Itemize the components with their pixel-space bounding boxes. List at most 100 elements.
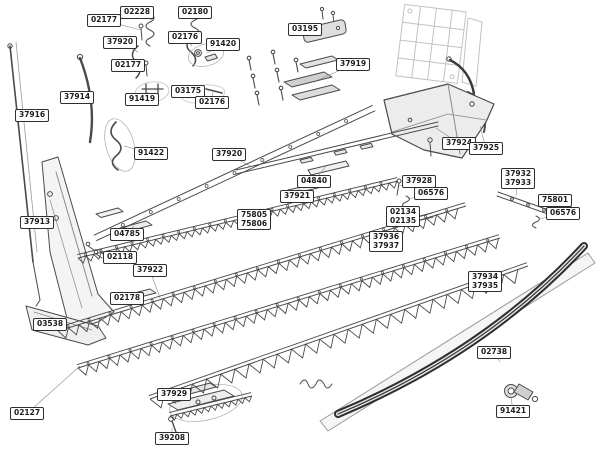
part-label-91422[interactable]: 91422 <box>134 147 169 160</box>
part-label-02738[interactable]: 02738 <box>477 346 512 359</box>
part-label-37922[interactable]: 37922 <box>133 264 168 277</box>
part-label-02177[interactable]: 02177 <box>87 14 122 27</box>
part-label-03175[interactable]: 03175 <box>171 85 206 98</box>
leader-lines <box>19 12 564 439</box>
part-curved-bar <box>334 242 588 418</box>
part-number-text: 37934 <box>472 272 499 281</box>
part-label-03538[interactable]: 03538 <box>33 318 68 331</box>
part-number-text: 91420 <box>210 39 237 48</box>
part-label-37925[interactable]: 37925 <box>469 142 504 155</box>
part-number-text: 39208 <box>159 433 186 442</box>
part-number-text: 37913 <box>24 217 51 226</box>
part-label-02176[interactable]: 02176 <box>168 31 203 44</box>
part-number-text: 37916 <box>19 110 46 119</box>
part-number-text: 37920 <box>107 37 134 46</box>
part-number-text: 02118 <box>107 252 134 261</box>
part-number-text: 37932 <box>505 169 532 178</box>
part-label-37928[interactable]: 37928 <box>402 175 437 188</box>
part-number-text: 75805 <box>241 210 268 219</box>
part-number-text: 02176 <box>172 32 199 41</box>
part-number-text: 03538 <box>37 319 64 328</box>
part-label-37920[interactable]: 37920 <box>103 36 138 49</box>
part-label-39208[interactable]: 39208 <box>155 432 190 445</box>
part-label-37913[interactable]: 37913 <box>20 216 55 229</box>
ghost-side-plate <box>461 17 483 87</box>
part-number-text: 02180 <box>182 7 209 16</box>
part-label-02127[interactable]: 02127 <box>10 407 45 420</box>
part-knife-head <box>167 382 243 422</box>
part-number-text: 37933 <box>505 177 532 187</box>
part-label-02228[interactable]: 02228 <box>120 6 155 19</box>
part-number-text: 91421 <box>500 406 527 415</box>
part-number-text: 37925 <box>473 143 500 152</box>
spring-icon <box>532 215 540 229</box>
part-label-37920[interactable]: 37920 <box>212 148 247 161</box>
part-label-04840[interactable]: 04840 <box>297 175 332 188</box>
part-rod <box>7 41 41 307</box>
part-number-text: 06576 <box>418 188 445 197</box>
part-number-text: 02738 <box>481 347 508 356</box>
part-label-75801[interactable]: 75801 <box>538 194 573 207</box>
part-label-06576[interactable]: 06576 <box>546 207 581 220</box>
part-number-text: 02177 <box>91 15 118 24</box>
part-number-text: 03175 <box>175 86 202 95</box>
part-number-text: 02134 <box>390 207 417 216</box>
part-label-37919[interactable]: 37919 <box>336 58 371 71</box>
part-label-91421[interactable]: 91421 <box>496 405 531 418</box>
part-number-text: 37928 <box>406 176 433 185</box>
part-number-text: 04785 <box>114 229 141 238</box>
part-number-text: 02177 <box>115 60 142 69</box>
part-number-text: 37937 <box>373 240 400 250</box>
part-label-02180[interactable]: 02180 <box>178 6 213 19</box>
part-label-02177[interactable]: 02177 <box>111 59 146 72</box>
part-label-02176[interactable]: 02176 <box>195 96 230 109</box>
part-label-03195[interactable]: 03195 <box>288 23 323 36</box>
upper-rail <box>235 121 439 175</box>
part-number-text: 06576 <box>550 208 577 217</box>
part-number-text: 02135 <box>390 215 417 225</box>
part-number-text: 02127 <box>14 408 41 417</box>
part-number-text: 91422 <box>138 148 165 157</box>
part-label-37921[interactable]: 37921 <box>280 190 315 203</box>
part-strip <box>307 160 350 176</box>
ghost-frame <box>395 3 467 84</box>
part-number-text: 02176 <box>199 97 226 106</box>
part-label-37914[interactable]: 37914 <box>60 91 95 104</box>
part-label-37929[interactable]: 37929 <box>157 388 192 401</box>
spring-icon <box>145 13 155 47</box>
part-number-text: 91419 <box>129 94 156 103</box>
part-number-text: 75806 <box>241 218 268 228</box>
part-wear-plates <box>283 55 341 101</box>
part-connector <box>504 383 539 403</box>
part-number-text: 37924 <box>446 138 473 147</box>
part-number-text: 03195 <box>292 24 319 33</box>
part-label-91419[interactable]: 91419 <box>125 93 160 106</box>
part-label-06576[interactable]: 06576 <box>414 187 449 200</box>
part-label-37916[interactable]: 37916 <box>15 109 50 122</box>
part-number-text: 37922 <box>137 265 164 274</box>
spring-icon <box>299 379 333 389</box>
part-label-02118[interactable]: 02118 <box>103 251 138 264</box>
part-number-text: 37919 <box>340 59 367 68</box>
part-number-text: 37929 <box>161 389 188 398</box>
part-label-04785[interactable]: 04785 <box>110 228 145 241</box>
part-number-text: 37921 <box>284 191 311 200</box>
part-number-text: 02178 <box>114 293 141 302</box>
center-bolts <box>246 49 299 106</box>
pin-icon <box>205 88 223 94</box>
part-number-text: 04840 <box>301 176 328 185</box>
part-number-text: 37920 <box>216 149 243 158</box>
part-label-02178[interactable]: 02178 <box>110 292 145 305</box>
part-number-text: 02228 <box>124 7 151 16</box>
part-number-text: 75801 <box>542 195 569 204</box>
part-label-91420[interactable]: 91420 <box>206 38 241 51</box>
part-number-text: 37936 <box>373 232 400 241</box>
